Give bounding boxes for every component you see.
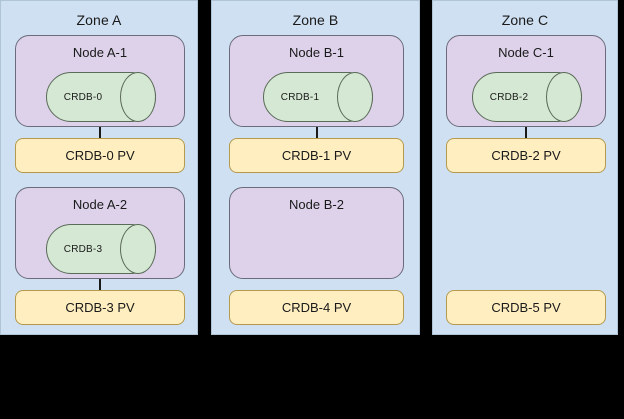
zone-panel-c[interactable]: Zone C Node C-1 CRDB-2 CRDB-2 PV CRDB-5 … [432,0,618,335]
crdb-pod-label: CRDB-0 [63,91,103,103]
connector-c-1 [525,127,527,138]
pv-label: CRDB-5 PV [491,300,561,315]
pv-label: CRDB-2 PV [491,148,561,163]
crdb-pod-label: CRDB-1 [280,91,320,103]
zone-title-c: Zone C [501,12,549,28]
crdb-pod-label: CRDB-3 [63,243,103,255]
pv-box-b-2[interactable]: CRDB-4 PV [229,290,404,325]
crdb-pod-b-1[interactable]: CRDB-1 [263,72,373,122]
crdb-pod-a-1[interactable]: CRDB-0 [46,72,156,122]
cylinder-cap-icon [337,72,373,122]
node-title-c-1: Node C-1 [498,45,554,60]
connector-a-1 [99,127,101,138]
cylinder-cap-icon [120,224,156,274]
pv-box-c-1[interactable]: CRDB-2 PV [446,138,606,173]
pv-box-b-1[interactable]: CRDB-1 PV [229,138,404,173]
cylinder-cap-icon [546,72,582,122]
cylinder-cap-icon [120,72,156,122]
pv-box-a-2[interactable]: CRDB-3 PV [15,290,185,325]
node-title-a-1: Node A-1 [72,45,128,60]
crdb-pod-label: CRDB-2 [489,91,529,103]
node-title-b-1: Node B-1 [289,45,344,60]
crdb-pod-c-1[interactable]: CRDB-2 [472,72,582,122]
node-box-a-2[interactable]: Node A-2 CRDB-3 [15,187,185,279]
pv-label: CRDB-1 PV [281,148,352,163]
node-box-b-1[interactable]: Node B-1 CRDB-1 [229,35,404,127]
pv-label: CRDB-4 PV [281,300,352,315]
pv-box-a-1[interactable]: CRDB-0 PV [15,138,185,173]
pv-label: CRDB-0 PV [65,148,135,163]
node-box-c-1[interactable]: Node C-1 CRDB-2 [446,35,606,127]
crdb-pod-a-2[interactable]: CRDB-3 [46,224,156,274]
zone-panel-b[interactable]: Zone B Node B-1 CRDB-1 CRDB-1 PV Node B-… [211,0,420,335]
pv-box-c-2[interactable]: CRDB-5 PV [446,290,606,325]
connector-b-1 [316,127,318,138]
zone-panel-a[interactable]: Zone A Node A-1 CRDB-0 CRDB-0 PV Node A-… [0,0,198,335]
pv-label: CRDB-3 PV [65,300,135,315]
zone-title-a: Zone A [76,12,122,28]
zone-title-b: Zone B [292,12,339,28]
node-box-a-1[interactable]: Node A-1 CRDB-0 [15,35,185,127]
node-box-b-2[interactable]: Node B-2 [229,187,404,279]
connector-a-2 [99,279,101,290]
node-title-a-2: Node A-2 [72,197,128,212]
node-title-b-2: Node B-2 [289,197,344,212]
